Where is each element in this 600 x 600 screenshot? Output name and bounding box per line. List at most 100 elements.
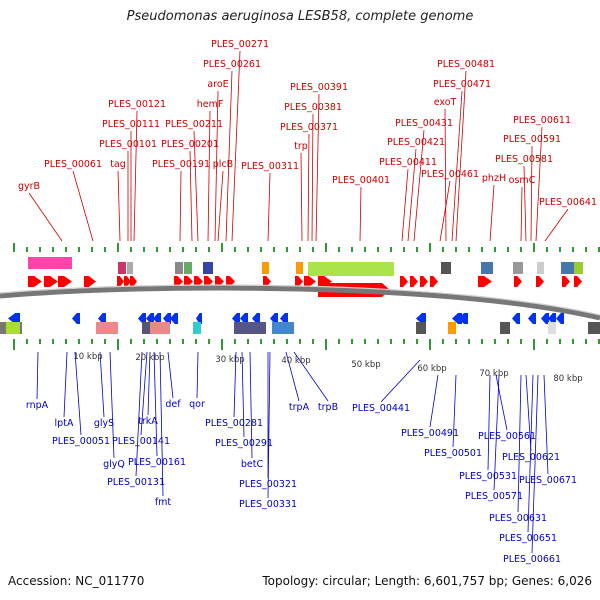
reverse-gene-label: PLES_00321 [239,479,297,490]
forward-feature-block [203,262,213,274]
reverse-leader-line [233,351,237,418]
forward-leader-line [489,184,495,242]
forward-gene-arrow [295,276,303,287]
forward-gene-label: PLES_00481 [437,59,495,70]
forward-gene-arrow [84,276,96,287]
reverse-leader-line [543,374,549,475]
reverse-gene-arrow [138,313,146,324]
reverse-gene-label: PLES_00531 [459,471,517,482]
reverse-gene-arrow [232,313,240,324]
forward-leader-line [72,170,94,242]
forward-gene-label: hemF [197,99,224,110]
reverse-gene-arrow [270,313,278,324]
reverse-leader-line [196,351,199,399]
forward-leader-line [401,168,409,242]
reverse-gene-label: betC [241,459,264,470]
forward-leader-line [520,186,523,242]
forward-gene-label: PLES_00611 [513,115,571,126]
forward-leader-line [28,192,63,242]
reverse-leader-line [135,351,143,477]
reverse-feature-block [96,322,118,334]
reverse-gene-arrow [556,313,564,324]
scale-label: 10 kbp [73,352,102,362]
reverse-leader-line [531,374,539,554]
forward-gene-label: PLES_00581 [495,154,553,165]
forward-leader-line [544,208,569,242]
reverse-leader-line [267,351,271,499]
forward-gene-arrow [263,276,271,287]
scale-label: 40 kbp [281,356,310,366]
forward-gene-label: exoT [434,97,457,108]
reverse-feature-block [234,322,266,334]
reverse-feature-block [548,322,556,334]
forward-leader-line [535,126,543,242]
reverse-gene-label: fmt [155,497,172,508]
forward-feature-block [537,262,544,274]
forward-gene-arrow [117,276,124,287]
forward-gene-label: PLES_00431 [395,118,453,129]
forward-feature-block [308,262,394,276]
forward-gene-arrow [44,276,58,287]
scale-label: 30 kbp [215,355,244,365]
forward-leader-line [307,133,310,242]
reverse-feature-block [448,322,456,334]
reverse-gene-arrow [548,313,556,324]
forward-feature-block [574,262,583,274]
reverse-leader-line [167,351,174,399]
forward-feature-block [561,262,574,274]
scale-label: 50 kbp [351,360,380,370]
forward-feature-block [513,262,523,274]
forward-feature-block [481,262,493,274]
backbone-highlight [0,284,600,316]
reverse-gene-arrow [528,313,536,324]
forward-gene-label: PLES_00591 [503,134,561,145]
reverse-gene-label: PLES_00491 [401,428,459,439]
reverse-gene-arrow [280,313,288,324]
forward-gene-arrow [574,276,582,287]
reverse-leader-line [527,374,534,533]
forward-leader-line [523,165,527,242]
reverse-gene-label: PLES_00291 [215,438,273,449]
reverse-gene-arrow [98,313,106,324]
forward-leader-line [193,130,199,242]
reverse-leader-line [429,374,439,428]
reverse-gene-arrow [8,313,20,324]
scale-label: 60 kbp [417,364,446,374]
reverse-gene-label: PLES_00051 [52,436,110,447]
reverse-feature-block [150,322,170,334]
forward-gene-arrow [420,276,428,287]
reverse-gene-arrow [512,313,520,324]
forward-gene-arrow [130,276,137,287]
reverse-leader-line [452,374,457,448]
forward-gene-arrow [304,276,316,287]
reverse-feature-block [6,322,20,334]
reverse-leader-line [380,359,421,403]
reverse-gene-arrow [196,313,202,324]
forward-leader-line [413,129,425,242]
forward-gene-label: aroE [207,79,228,90]
reverse-gene-arrow [452,313,462,324]
reverse-leader-line [525,374,532,452]
reverse-leader-line [36,351,39,400]
forward-gene-arrow [174,276,183,287]
reverse-gene-label: def [165,399,181,410]
forward-leader-line [217,170,224,242]
forward-gene-label: PLES_00641 [539,197,597,208]
forward-leader-line [444,108,447,242]
forward-leader-line [315,93,320,242]
forward-leader-line [439,180,451,242]
reverse-gene-arrow [541,313,549,324]
forward-leader-line [407,148,417,242]
forward-gene-label: PLES_00061 [44,159,102,170]
forward-leader-line [117,170,121,242]
reverse-gene-label: PLES_00621 [502,452,560,463]
forward-gene-label: PLES_00191 [152,159,210,170]
forward-gene-label: PLES_00461 [421,169,479,180]
forward-gene-label: PLES_00261 [203,59,261,70]
forward-feature-block [262,262,269,274]
forward-gene-label: PLES_00381 [284,102,342,113]
scale-label: 80 kbp [553,374,582,384]
forward-feature-block [175,262,183,274]
forward-feature-block [184,262,192,274]
